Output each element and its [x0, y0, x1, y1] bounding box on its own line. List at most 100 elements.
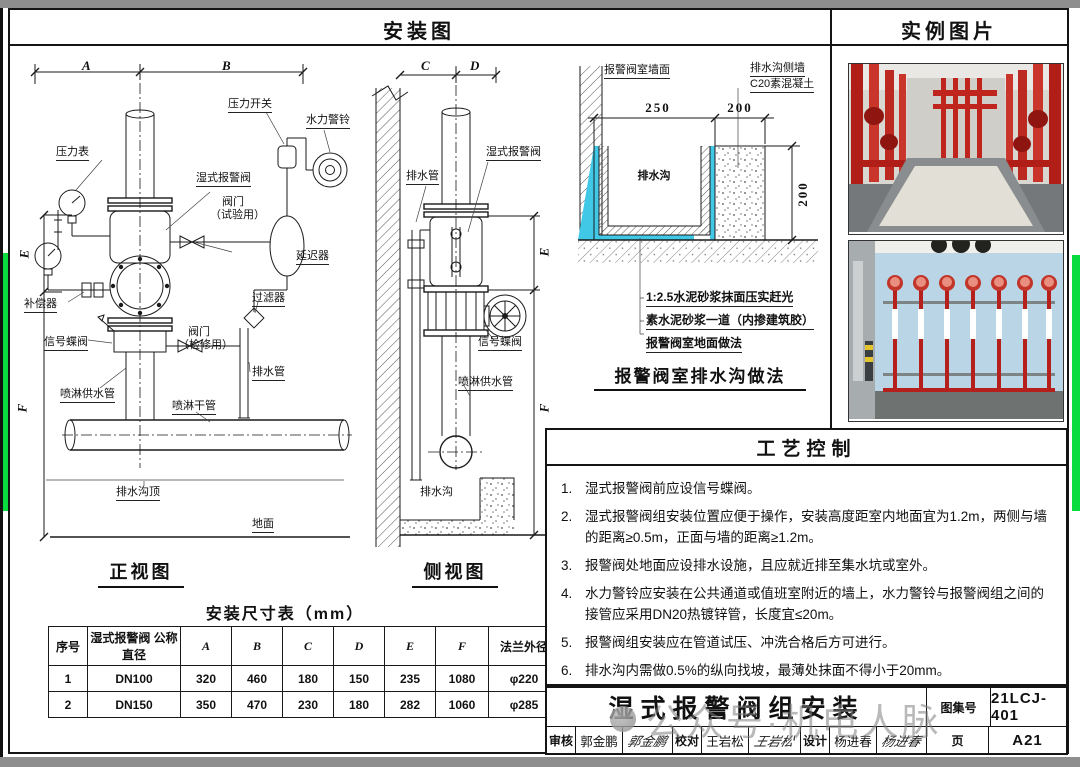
photo2-ceiling [931, 235, 991, 253]
floor-note-2: 素水泥砂浆一道（内掺建筑胶） [646, 311, 815, 330]
note-text: 水力警铃应安装在公共通道或值班室附近的墙上，水力警铃与报警阀组之间的接管应采用D… [585, 586, 1044, 622]
label-sprinkler-supply-side: 喷淋供水管 [458, 376, 513, 391]
design-label: 设计 [801, 727, 830, 754]
dim-f-side: F [536, 403, 552, 413]
col-f: F [435, 626, 489, 666]
label-signal-butterfly-front: 信号蝶阀 [44, 336, 88, 351]
label-strainer: 过滤器 [252, 292, 285, 307]
cell: 230 [282, 691, 334, 718]
cell: 180 [333, 691, 385, 718]
photo1-left-pipes [851, 64, 921, 184]
cell: 282 [384, 691, 436, 718]
dim-250: 250 [645, 100, 671, 115]
cell: 180 [282, 665, 334, 692]
note-text: 排水沟内需做0.5%的纵向找坡，最薄处抹面不得小于20mm。 [585, 663, 951, 678]
label-sprinkler-supply-front: 喷淋供水管 [60, 388, 115, 403]
side-drain-pipe [407, 229, 430, 481]
check-label: 校对 [673, 727, 702, 754]
front-riser-pipe [125, 109, 155, 198]
photo2-corridor [849, 241, 875, 419]
note-number: 5. [561, 635, 573, 650]
col-b: B [231, 626, 283, 666]
checker-signature: 王岩松 [749, 727, 801, 754]
ditch-detail-drawing [578, 58, 840, 348]
header-bottom-line [8, 44, 1067, 46]
dim-table-row-dn150: 2 DN150 350 470 230 180 282 1060 φ285 [48, 691, 560, 718]
col-e: E [384, 626, 436, 666]
cell: DN150 [87, 691, 181, 718]
cell: 150 [333, 665, 385, 692]
process-control-title: 工艺控制 [547, 430, 1066, 466]
label-pressure-gauge: 压力表 [56, 146, 89, 161]
page-number: A21 [1012, 732, 1043, 749]
col-d: D [333, 626, 385, 666]
label-ground: 地面 [252, 518, 274, 533]
left-edge-line [0, 8, 3, 757]
side-dimension-top [395, 67, 501, 83]
photo2-floor [875, 391, 1063, 419]
dim-d: D [470, 58, 480, 73]
detail-soil [578, 239, 818, 263]
side-view-caption: 侧视图 [412, 558, 498, 588]
label-drain-ditch-side: 排水沟 [420, 486, 453, 498]
photo2-bottom-pipe [883, 388, 1055, 392]
label-test-valve-2: （试验用） [210, 209, 265, 221]
dim-e-side: E [536, 247, 552, 257]
cell: 2 [48, 691, 88, 718]
photo1-back-pipes [933, 78, 997, 158]
dim-b: B [222, 58, 231, 73]
photo-gong-wall [848, 235, 1064, 422]
col-diameter: 湿式报警阀 公称直径 [87, 626, 181, 666]
cell: 460 [231, 665, 283, 692]
process-control-box: 工艺控制 1. 湿式报警阀前应设信号蝶阀。 2. 湿式报警阀组安装位置应便于操作… [545, 428, 1068, 686]
floor-note-1: 1:2.5水泥砂浆抹面压实赶光 [646, 288, 794, 307]
label-wet-alarm-valve-front: 湿式报警阀 [196, 172, 251, 187]
front-left-gauges [34, 189, 110, 298]
bottom-margin-strip [0, 757, 1080, 767]
process-note-4: 4. 水力警铃应安装在公共通道或值班室附近的墙上，水力警铃与报警阀组之间的接管应… [561, 583, 1056, 625]
side-riser-pipe [441, 107, 471, 204]
dim-c: C [421, 58, 430, 73]
front-dimension-top [30, 64, 308, 84]
note-text: 湿式报警阀组安装位置应便于操作，安装高度距室内地面宜为1.2m，两侧与墙的距离≥… [585, 509, 1048, 545]
photo-valve-room [848, 63, 1064, 235]
ditch-detail-caption: 报警阀室排水沟做法 [594, 362, 806, 391]
note-number: 1. [561, 481, 573, 496]
front-dimension-left [39, 210, 72, 542]
reviewer-signature: 郭金鹏 [623, 727, 673, 754]
note-number: 2. [561, 509, 573, 524]
label-alarm-room-wall: 报警阀室墙面 [604, 64, 670, 79]
front-test-alarm-line [166, 137, 348, 419]
cell: 235 [384, 665, 436, 692]
front-view-caption: 正视图 [98, 558, 184, 588]
label-water-motor-gong: 水力警铃 [306, 114, 350, 129]
process-note-5: 5. 报警阀组安装应在管道试压、冲洗合格后方可进行。 [561, 632, 1056, 653]
note-number: 4. [561, 586, 573, 601]
designer-name: 杨进春 [830, 727, 877, 754]
detail-dimension-top [588, 113, 774, 148]
photo2-rail-lower [883, 373, 1055, 376]
cell: 470 [231, 691, 283, 718]
dim-table-title: 安装尺寸表（mm） [205, 606, 365, 623]
atlas-no-value: 21LCJ-401 [991, 690, 1048, 724]
dim-200-v: 200 [795, 181, 810, 207]
label-signal-butterfly-side: 信号蝶阀 [478, 336, 522, 351]
label-compensator: 补偿器 [24, 298, 57, 313]
reviewer-name: 郭金鹏 [576, 727, 623, 754]
note-text: 湿式报警阀前应设信号蝶阀。 [585, 481, 761, 496]
dim-table-header-row: 序号 湿式报警阀 公称直径 A B C D E F 法兰外径 [48, 626, 560, 666]
header-example-photos: 实例图片 [901, 21, 997, 43]
detail-concrete-wall [715, 88, 766, 240]
process-note-3: 3. 报警阀处地面应设排水设施，且应就近排至集水坑或室外。 [561, 555, 1056, 576]
top-margin-strip [0, 0, 1080, 8]
label-side-wall-1: 排水沟侧墙 [750, 62, 805, 77]
signature-text: 郭金鹏 [625, 734, 669, 749]
label-side-wall-2: C20素混凝土 [750, 78, 815, 93]
checker-name: 王岩松 [702, 727, 749, 754]
label-drain-pipe-front: 排水管 [252, 366, 285, 381]
label-pressure-switch: 压力开关 [228, 98, 272, 113]
cell: 1 [48, 665, 88, 692]
label-wet-alarm-valve-side: 湿式报警阀 [486, 146, 541, 161]
page-label: 页 [927, 727, 989, 754]
